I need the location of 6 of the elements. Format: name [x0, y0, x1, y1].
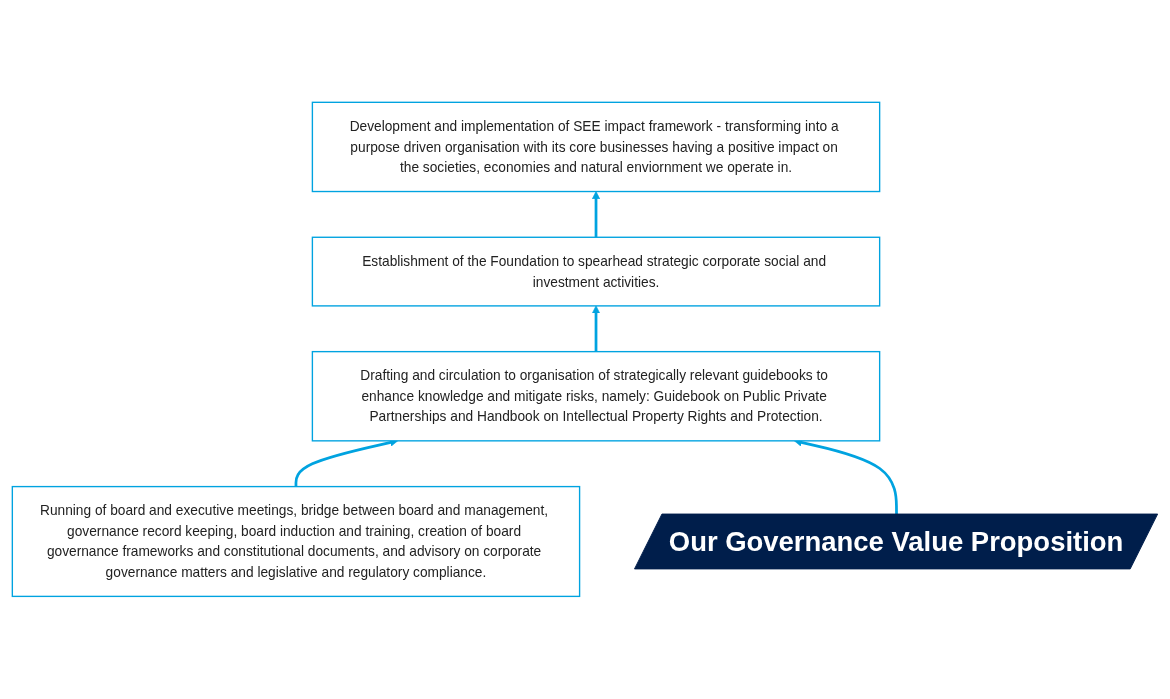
node-box: Development and implementation of SEE impact framework - transforming into a purpose driven organisation with its core businesses having a positive impact on the societies, economies and natural enviornment we operate in.	[311, 101, 881, 193]
arrow	[592, 305, 601, 352]
node-box: Drafting and circulation to organisation of strategically relevant guidebooks to enhance knowledge and mitigate risks, namely: Guidebook on Public Private Partnerships and Handbook on Intellectual Property Rights and Protection.	[311, 351, 881, 442]
node-box: Establishment of the Foundation to spearhead strategic corporate social and investment activities.	[311, 236, 881, 307]
node-box: Running of board and executive meetings, bridge between board and management, governance record keeping, board induction and training, creation of board governance frameworks and constitutional documents, and advisory on corporate governance matters and legislative and regulatory compliance.	[11, 486, 581, 598]
arrow	[592, 191, 601, 238]
